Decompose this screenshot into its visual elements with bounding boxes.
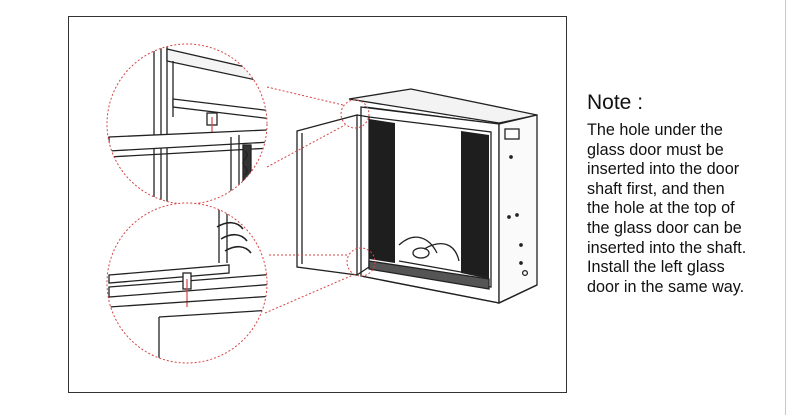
fireplace-unit [348, 88, 538, 305]
top-callout-leader [266, 86, 344, 106]
bottom-hinge-detail [106, 202, 268, 364]
glass-door [296, 114, 370, 276]
note-line: the glass door can be [587, 218, 742, 237]
callout-markers [264, 86, 376, 314]
note-line: glass door must be [587, 140, 724, 159]
note-line: door in the same way. [587, 277, 745, 296]
note-body: The hole under the glass door must be in… [587, 121, 787, 297]
note-line: Install the left glass [587, 258, 725, 277]
bottom-hinge-callout [346, 247, 376, 277]
note-line: inserted into the shaft. [587, 238, 747, 257]
note-line: inserted into the door [587, 160, 740, 179]
note-line: The hole under the [587, 121, 723, 139]
top-hinge-callout [340, 99, 370, 129]
note-line: shaft first, and then [587, 179, 725, 198]
diagram-frame [68, 16, 567, 393]
top-hinge-detail [106, 43, 268, 205]
note-line: the hole at the top of [587, 199, 735, 218]
note-title: Note : [587, 91, 644, 114]
note-panel: Note : The hole under the glass door mus… [587, 89, 787, 297]
installation-diagram [106, 43, 538, 364]
page-edge-line [785, 0, 786, 415]
